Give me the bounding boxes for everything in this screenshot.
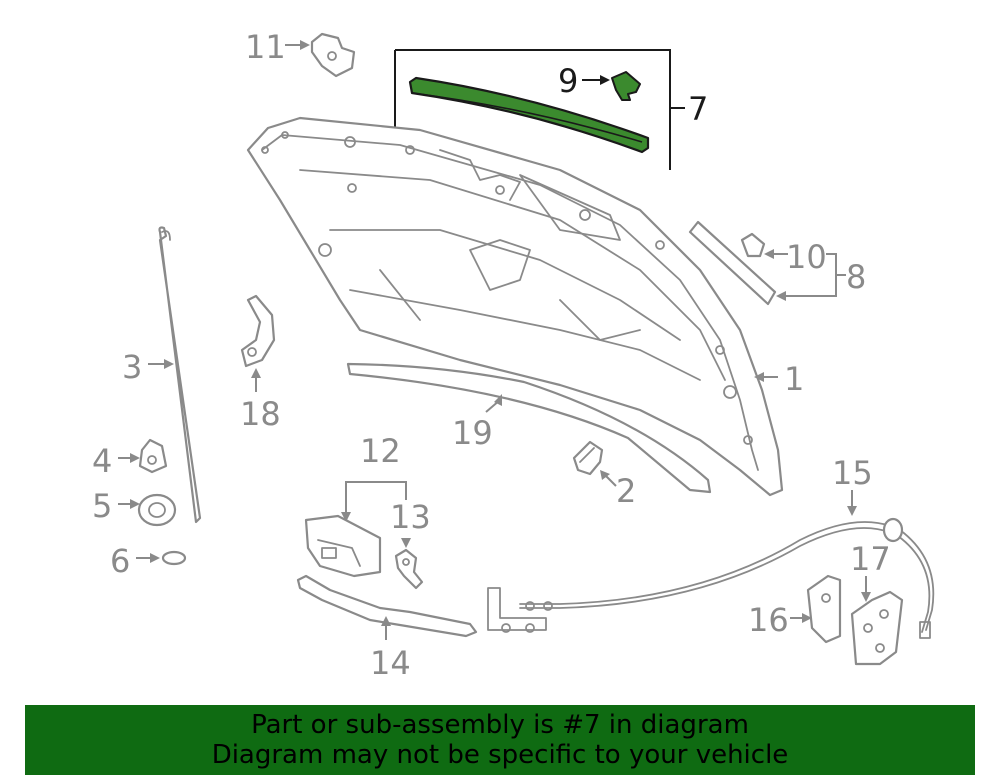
part-6-plug xyxy=(161,550,187,566)
part-5-bumper xyxy=(137,493,177,527)
callout-8-arrow xyxy=(776,291,786,301)
callout-14-arrow xyxy=(381,616,391,626)
part-15-cable xyxy=(519,517,935,639)
assembly-7-box xyxy=(395,49,671,170)
part-1-hood xyxy=(246,116,784,497)
callout-10: 10 xyxy=(786,238,827,276)
callout-15: 15 xyxy=(832,454,873,492)
callout-12-bracket xyxy=(345,481,407,516)
callout-5-arrow xyxy=(130,499,140,509)
callout-3-arrow xyxy=(164,359,174,369)
callout-9-arrow xyxy=(600,75,610,85)
part-14-release-handle xyxy=(296,574,547,638)
callout-3: 3 xyxy=(122,348,142,386)
parts-diagram: 7 9 11 xyxy=(92,28,935,682)
callout-7: 7 xyxy=(688,90,708,128)
part-13-clip xyxy=(394,548,424,590)
callout-14: 14 xyxy=(370,644,411,682)
part-19-seal xyxy=(346,362,712,494)
callout-10-arrow xyxy=(764,249,774,259)
part-8-strip xyxy=(688,220,777,306)
callout-18-arrow xyxy=(251,368,261,378)
callout-17: 17 xyxy=(850,540,891,578)
part-16-striker xyxy=(806,574,842,644)
callout-19-arrow xyxy=(494,394,502,406)
callout-15-arrow xyxy=(847,506,857,516)
part-7-seal xyxy=(408,76,650,154)
callout-8: 8 xyxy=(846,258,866,296)
part-4-clip xyxy=(138,438,168,474)
part-11-bracket xyxy=(310,32,356,78)
callout-17-arrow xyxy=(861,592,871,602)
callout-6-arrow xyxy=(150,553,160,563)
callout-16: 16 xyxy=(748,601,789,639)
callout-12-arrow xyxy=(341,512,351,522)
part-10-clip xyxy=(740,232,766,258)
part-7-seal-body xyxy=(408,76,650,154)
callout-19: 19 xyxy=(452,414,493,452)
callout-13: 13 xyxy=(390,498,431,536)
callout-13-arrow xyxy=(401,538,411,548)
part-17-latch xyxy=(850,590,904,666)
callout-1: 1 xyxy=(784,360,804,398)
part-3-prop-rod xyxy=(158,226,202,524)
callout-11: 11 xyxy=(245,28,286,66)
banner-line-1: Part or sub-assembly is #7 in diagram xyxy=(251,710,749,740)
callout-1-arrow xyxy=(754,372,764,382)
part-2-bumper xyxy=(572,440,604,476)
callout-2: 2 xyxy=(616,472,636,510)
info-banner: Part or sub-assembly is #7 in diagram Di… xyxy=(25,705,975,775)
callout-4: 4 xyxy=(92,442,112,480)
callout-2-arrow xyxy=(600,470,610,480)
callout-6: 6 xyxy=(110,542,130,580)
callout-9: 9 xyxy=(558,62,578,100)
callout-18: 18 xyxy=(240,395,281,433)
callout-16-arrow xyxy=(802,613,812,623)
callout-4-arrow xyxy=(130,453,140,463)
part-9-clip xyxy=(611,71,641,101)
part-12-latch xyxy=(304,514,382,578)
callout-5: 5 xyxy=(92,487,112,525)
callout-11-arrow xyxy=(300,40,310,50)
part-7-seal-edge xyxy=(411,92,643,143)
part-18-bracket xyxy=(240,294,276,368)
banner-line-2: Diagram may not be specific to your vehi… xyxy=(211,740,789,770)
callout-12: 12 xyxy=(360,432,401,470)
